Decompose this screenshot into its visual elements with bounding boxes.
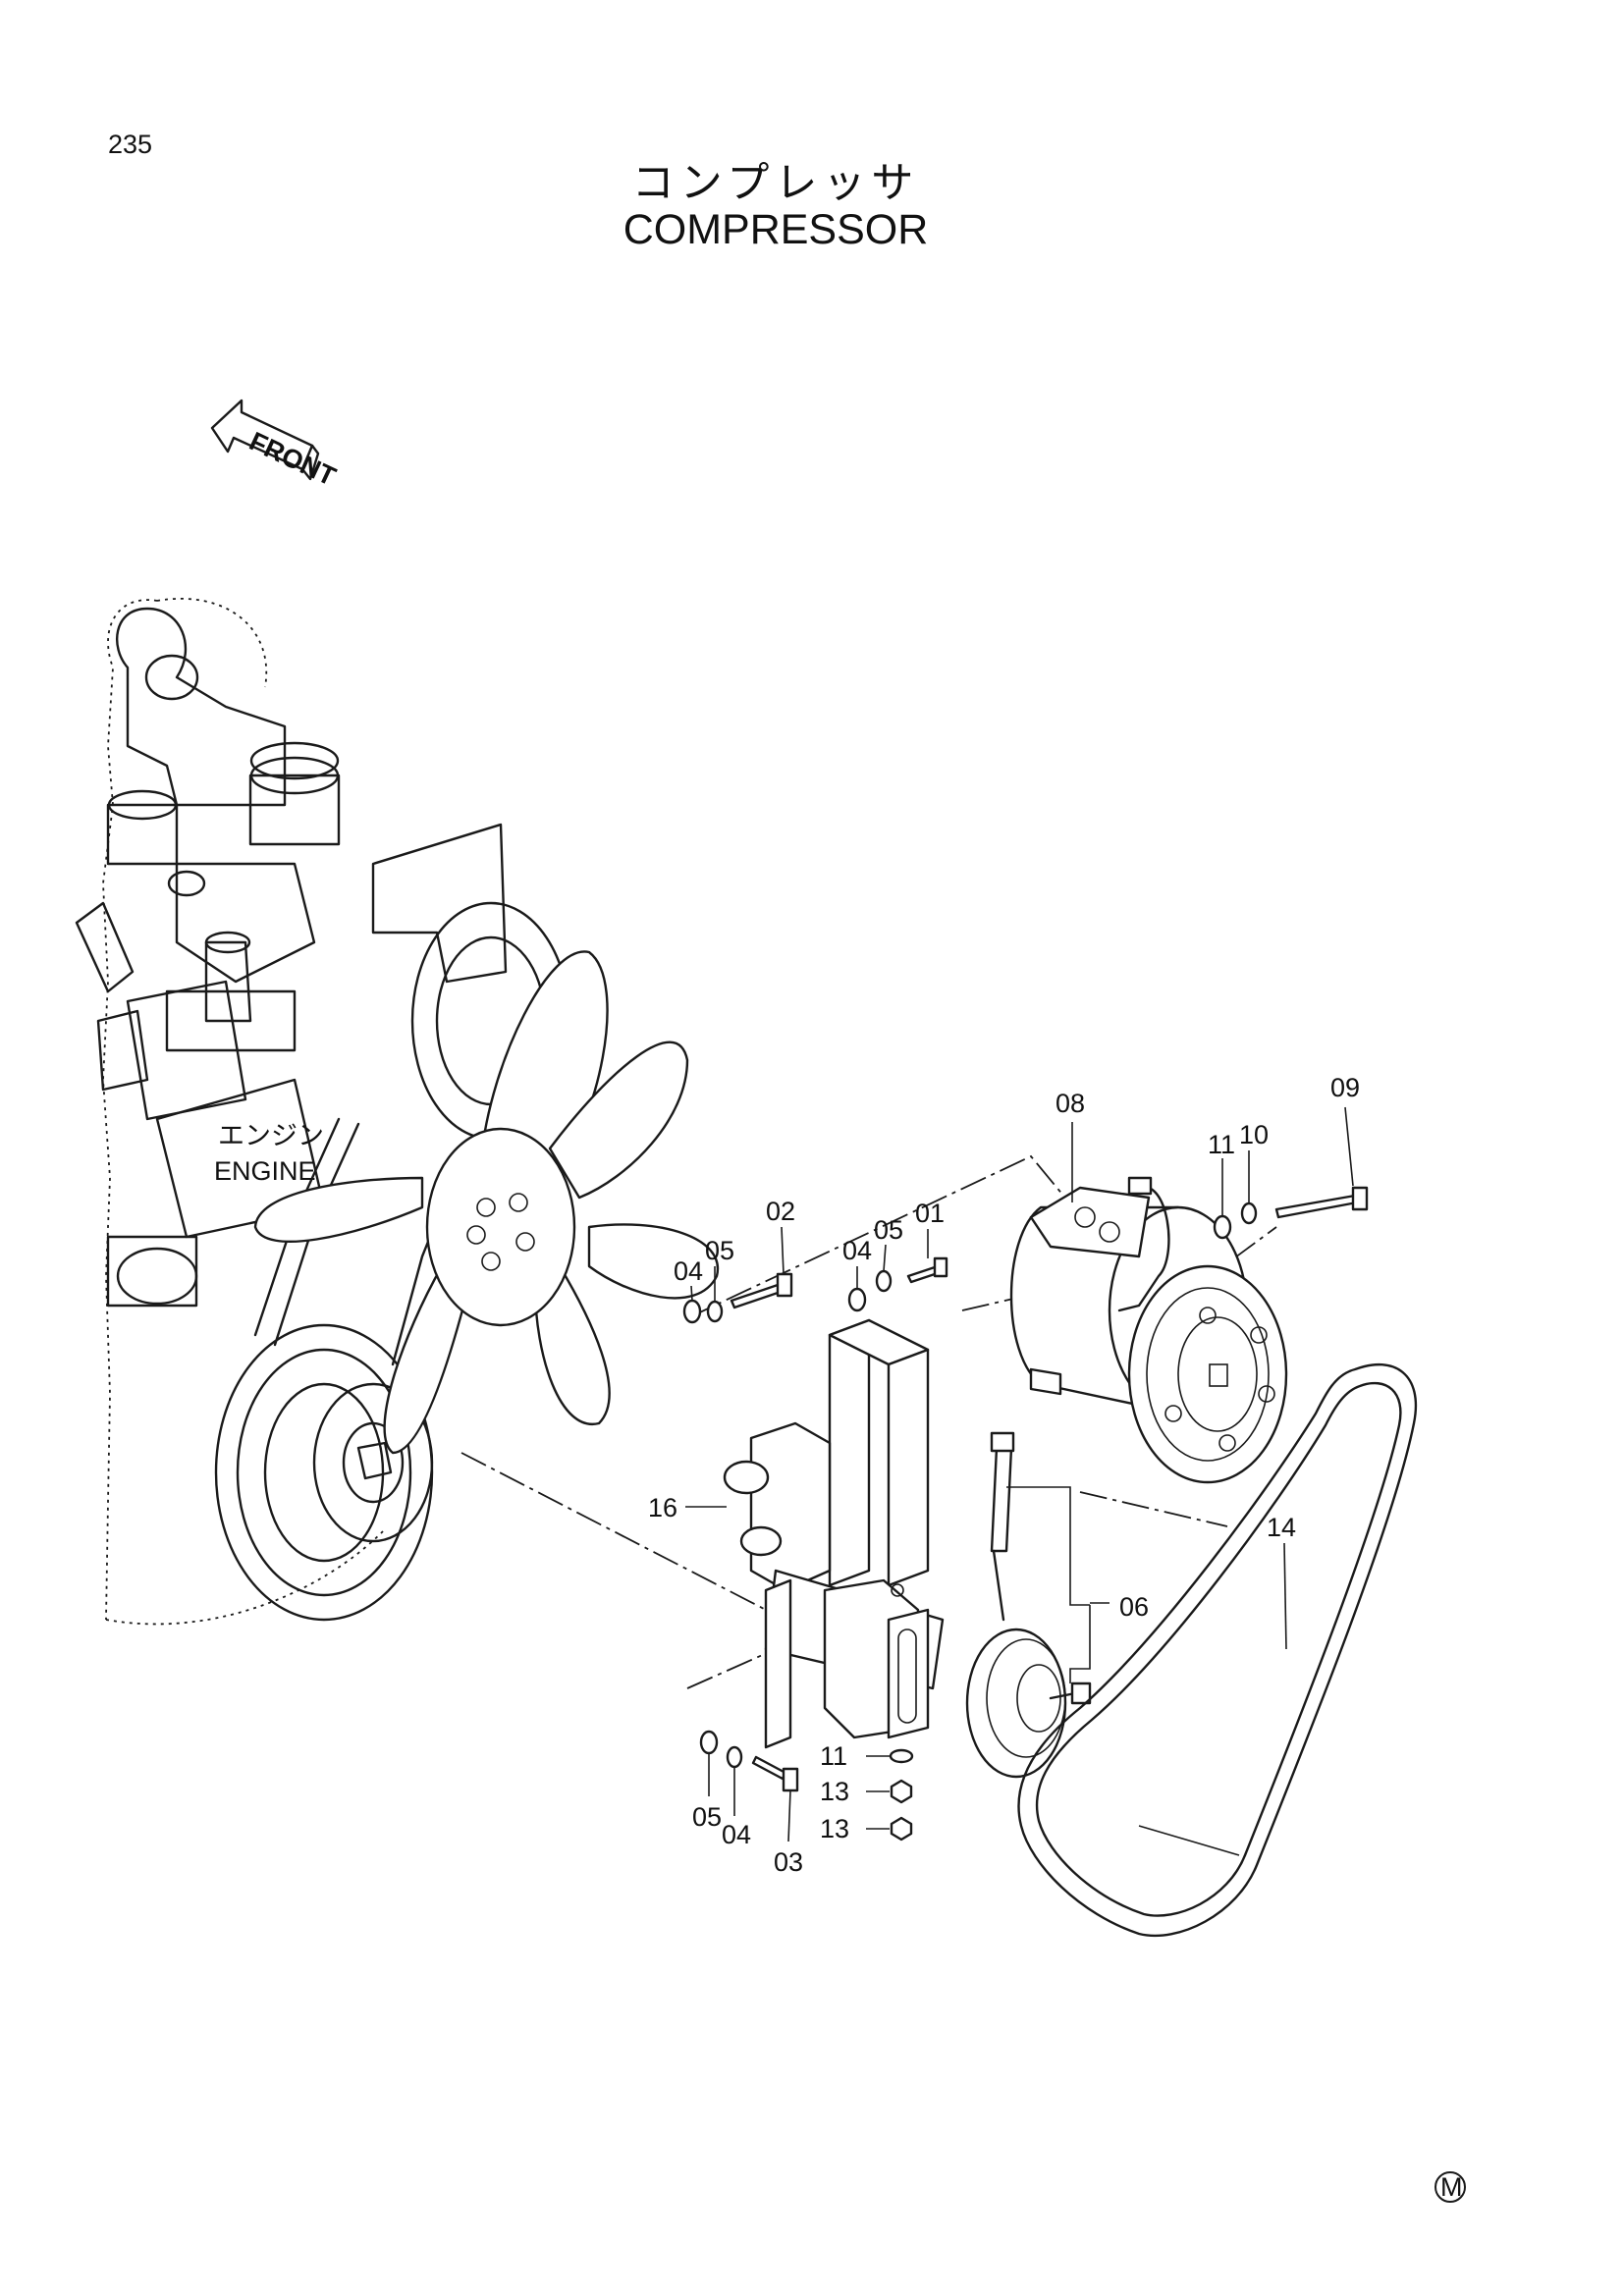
leader-lines (685, 1106, 1354, 1842)
part-label: 14 (1267, 1513, 1296, 1542)
engine-label: ENGINE (214, 1156, 316, 1186)
part-label: 04 (674, 1256, 703, 1286)
part-label: 09 (1330, 1073, 1360, 1102)
part-label: 02 (766, 1197, 795, 1226)
front-arrow-icon: FRONT (210, 399, 341, 492)
part-label: 05 (874, 1215, 903, 1245)
part-label: 10 (1239, 1120, 1269, 1149)
v-belt (1017, 1363, 1418, 1938)
part-label: 01 (915, 1199, 945, 1228)
idler-pulley-assembly (965, 1431, 1092, 1779)
part-label: 08 (1056, 1089, 1085, 1118)
part-label: 13 (820, 1814, 849, 1843)
m-mark-label: M (1440, 2172, 1463, 2202)
part-label: 06 (1119, 1592, 1149, 1622)
part-label: 03 (774, 1847, 803, 1877)
part-label: 05 (705, 1236, 734, 1265)
page-title-japanese: コンプレッサ (631, 159, 920, 208)
part-label: 04 (722, 1820, 751, 1849)
engine-label-japanese: エンジン (218, 1121, 324, 1150)
engine-illustration (75, 598, 571, 1626)
m-mark-icon: M (1435, 2171, 1466, 2203)
page-title: COMPRESSOR (623, 206, 929, 253)
part-label: 04 (842, 1236, 872, 1265)
mounting-bracket (723, 1318, 945, 1749)
part-label: 05 (692, 1802, 722, 1832)
cooling-fan (253, 950, 720, 1455)
page-number: 235 (108, 130, 153, 159)
part-label: 11 (820, 1741, 847, 1771)
compressor (1009, 1176, 1288, 1484)
part-label: 16 (648, 1493, 677, 1522)
part-label: 13 (820, 1777, 849, 1806)
part-label: 11 (1208, 1130, 1235, 1159)
